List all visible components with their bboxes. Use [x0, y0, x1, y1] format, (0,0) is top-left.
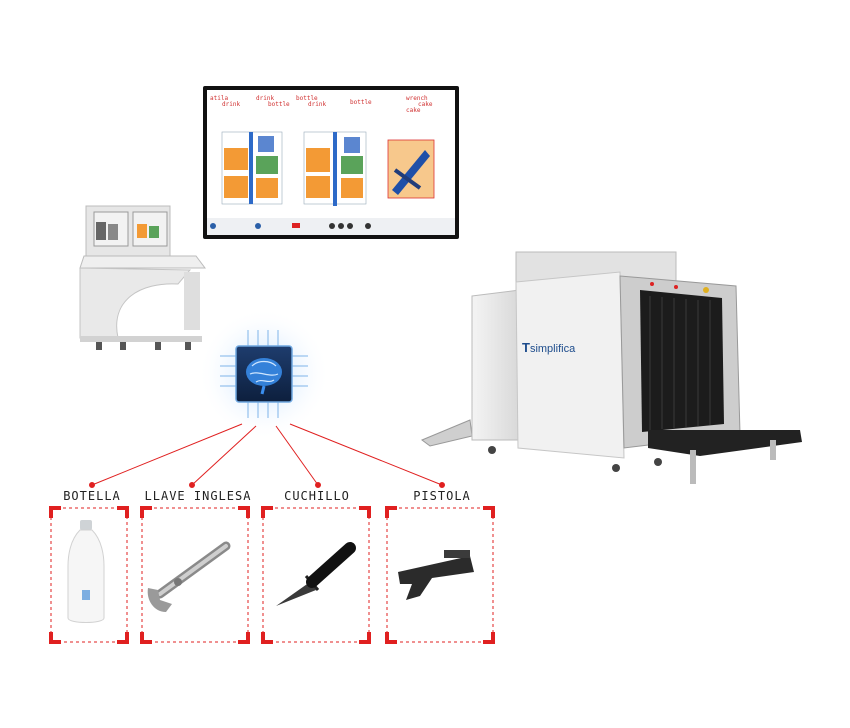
connector-lines	[89, 423, 445, 488]
scan-label: drink	[222, 101, 240, 108]
ai-chip	[198, 308, 330, 440]
category-label-pistol: PISTOLA	[413, 489, 471, 503]
scan-label: wrench	[406, 95, 428, 102]
category-label-bottle: BOTELLA	[63, 489, 121, 503]
category-boxes	[49, 506, 495, 644]
wrench-icon	[147, 541, 231, 612]
xray-bag-3	[387, 139, 435, 199]
knife-icon	[276, 542, 356, 606]
corner-brackets	[261, 506, 371, 644]
corner-brackets	[385, 506, 495, 644]
brain-icon	[246, 358, 282, 395]
xray-bag-2	[303, 131, 367, 206]
scan-label: drink	[308, 101, 326, 108]
scan-label: drink	[256, 95, 274, 102]
bottle-icon	[67, 520, 105, 623]
svg-text:Tsimplifica: Tsimplifica	[522, 340, 576, 355]
corner-brackets	[140, 506, 250, 644]
category-label-wrench: LLAVE INGLESA	[144, 489, 252, 503]
scan-label: cake	[418, 101, 433, 108]
category-box-wrench	[141, 507, 249, 643]
scan-label: bottle	[268, 101, 290, 108]
brand-name: simplifica	[530, 343, 576, 355]
category-label-knife: CUCHILLO	[284, 489, 350, 503]
scan-label: bottle	[350, 99, 372, 106]
xray-machine: Tsimplifica	[421, 251, 802, 484]
category-box-bottle	[50, 507, 128, 643]
scan-label: bottle	[296, 95, 318, 102]
pistol-icon	[398, 550, 474, 600]
scan-label: cake	[406, 107, 421, 114]
brand-prefix: T	[522, 340, 530, 355]
scan-label: atila	[210, 95, 228, 102]
operator-desk	[79, 205, 206, 350]
xray-bag-1	[221, 131, 283, 205]
corner-brackets	[49, 506, 129, 644]
